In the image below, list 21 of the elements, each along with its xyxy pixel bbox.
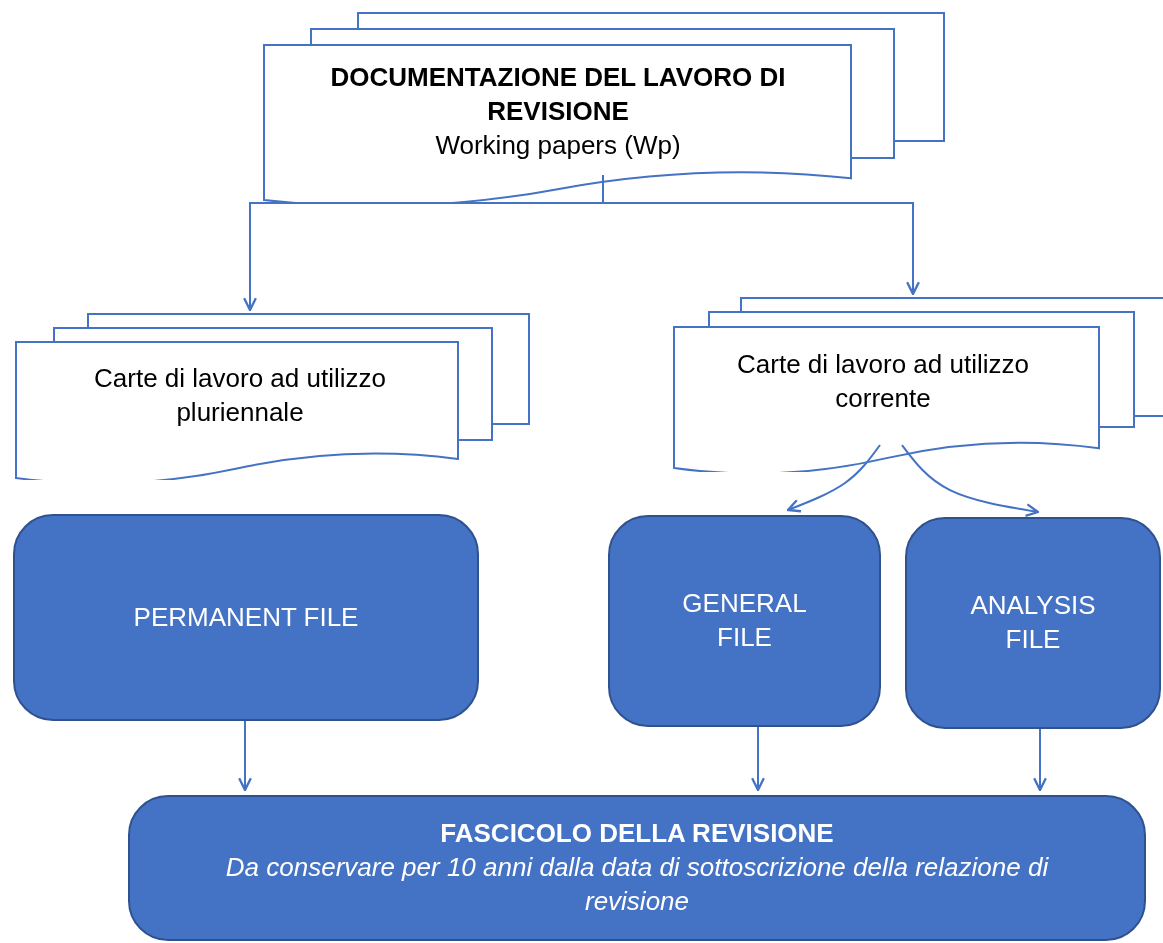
node-title: ANALYSIS FILE (969, 589, 1097, 656)
document-stack (15, 313, 532, 480)
rounded-box (905, 517, 1161, 729)
rounded-box (608, 515, 881, 727)
arrow (238, 720, 252, 792)
arrow (901, 444, 1040, 517)
document-stack (673, 297, 1163, 472)
rounded-box (128, 795, 1146, 941)
node-subtitle: Da conservare per 10 anni dalla data di sottoscrizione della relazione di revisione (224, 851, 1050, 918)
node-subtitle: Working papers (Wp) (435, 128, 681, 162)
node-title: Carte di lavoro ad utilizzo corrente (736, 348, 1030, 415)
arrow (1033, 728, 1047, 792)
node-title: DOCUMENTAZIONE DEL LAVORO DI REVISIONE (329, 61, 787, 129)
arrow (751, 726, 765, 792)
node-title: FASCICOLO DELLA REVISIONE (440, 817, 834, 851)
node-title: PERMANENT FILE (133, 600, 359, 634)
document-stack (263, 12, 947, 204)
node-title: Carte di lavoro ad utilizzo pluriennale (93, 361, 387, 429)
node-title: GENERAL FILE (681, 587, 808, 654)
rounded-box (13, 514, 479, 721)
arrow (786, 444, 881, 513)
